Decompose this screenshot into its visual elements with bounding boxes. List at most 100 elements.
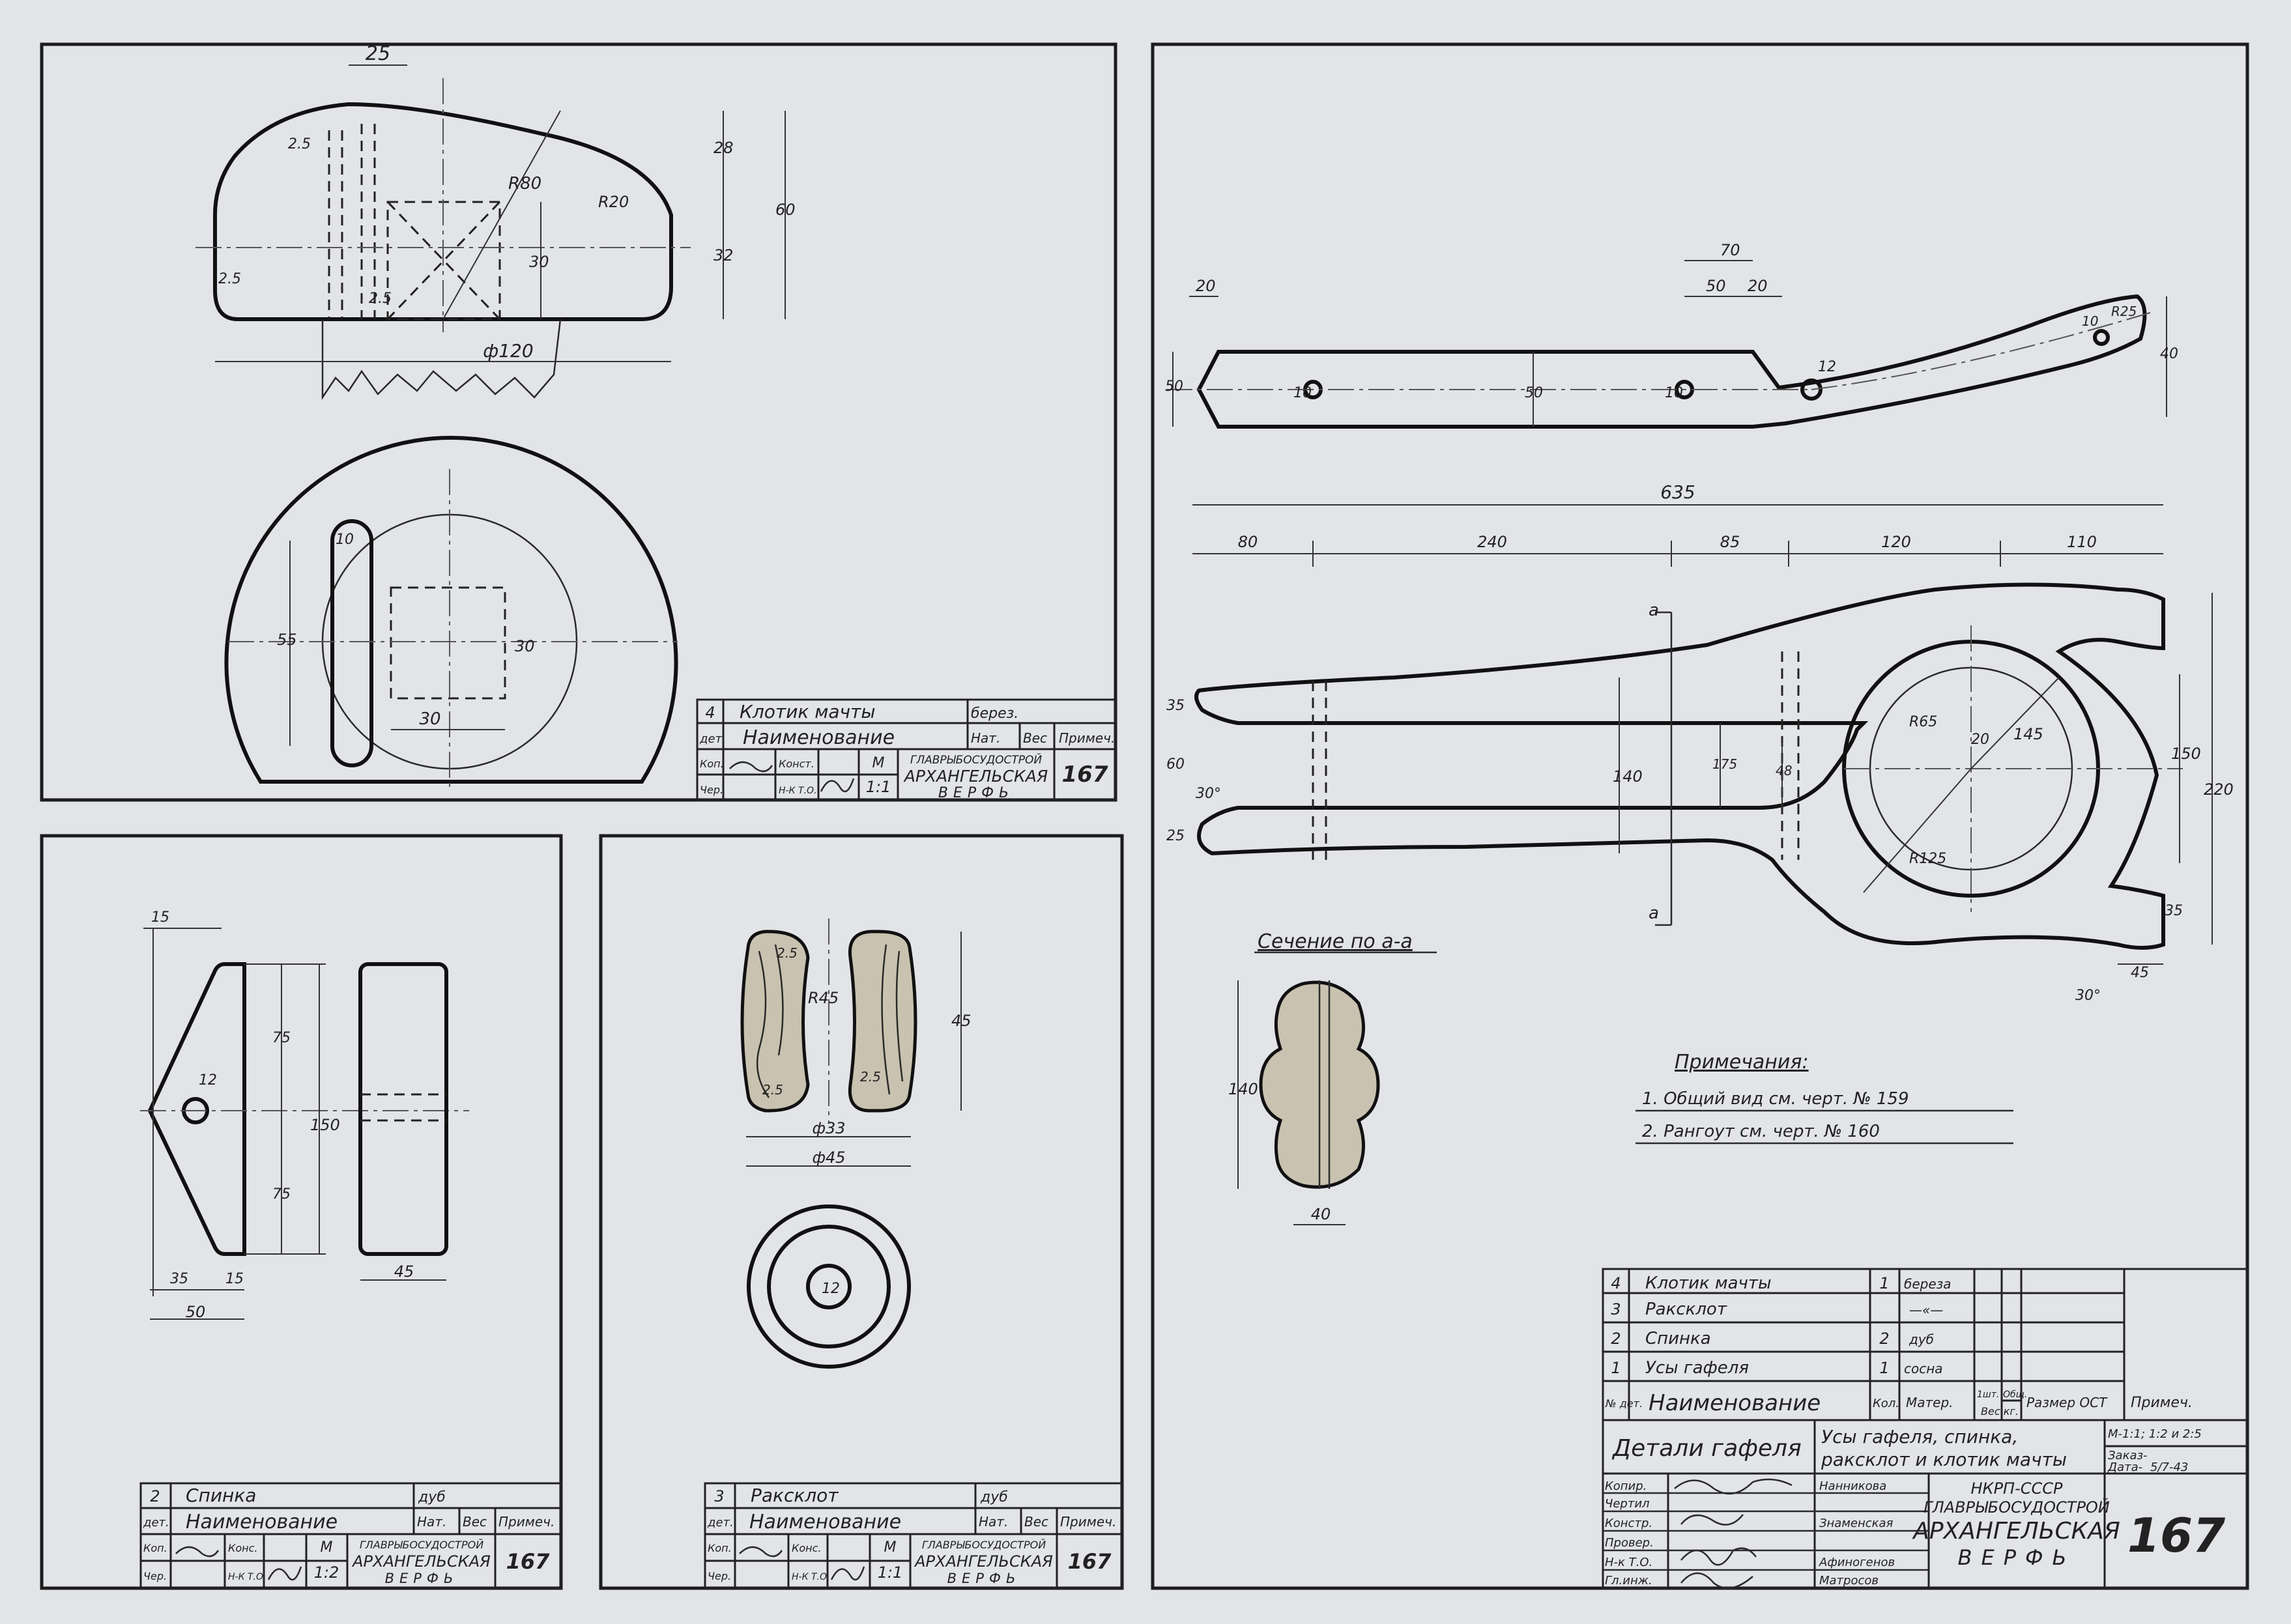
sig-role-0: Копир. xyxy=(1605,1479,1647,1493)
dim-635: 635 xyxy=(1660,481,1695,503)
tb-sign2-a: Чер. xyxy=(700,784,723,796)
section-label-a-bottom: a xyxy=(1649,904,1659,923)
slot-outline xyxy=(330,519,373,767)
tb-scale-label: М xyxy=(321,1539,333,1556)
dim-20-top: 20 xyxy=(1748,277,1768,295)
tb-sign2-b: Н-К Т.О. xyxy=(792,1572,829,1582)
title-block-spinka: 2 Спинка дуб дет. Наименование Нат. Вес … xyxy=(139,1482,562,1589)
signature-scribble xyxy=(175,1546,220,1558)
date-label: Дата- xyxy=(2107,1460,2142,1474)
drawing-subtitle-1: Усы гафеля, спинка, xyxy=(1821,1426,2018,1447)
dim-45-right: 45 xyxy=(2131,965,2149,981)
part-row-4-no: 4 xyxy=(1611,1274,1621,1292)
tb-header-det: дет. xyxy=(699,732,726,746)
sig-name-5: Матросов xyxy=(1819,1574,1879,1588)
parts-header-mat: Матер. xyxy=(1906,1395,1953,1410)
sig-name-2: Знаменская xyxy=(1819,1517,1894,1530)
tb-header-det: дет. xyxy=(143,1516,169,1530)
tb-sign2-a: Чер. xyxy=(143,1570,167,1582)
org-2: АРХАНГЕЛЬСКАЯ xyxy=(1912,1518,2120,1545)
tb-header-mat: Нат. xyxy=(979,1514,1008,1530)
raksklot-plan-outer xyxy=(747,1204,911,1369)
signature-scribble xyxy=(1680,1514,1744,1526)
tb-org-2: ВЕРФЬ xyxy=(947,1571,1021,1586)
panel-bottom-mid: R45 2.5 2.5 2.5 45 ф33 ф45 12 3 Раксклот… xyxy=(704,919,1123,1589)
dim-r25-c: 2.5 xyxy=(860,1069,881,1085)
dim-50-top: 50 xyxy=(1706,277,1726,295)
dim-35: 35 xyxy=(170,1271,188,1287)
tb-row-mat: дуб xyxy=(980,1489,1008,1505)
dim-150: 150 xyxy=(310,1116,340,1134)
dim-25-left: 25 xyxy=(1166,828,1185,844)
dim-60: 60 xyxy=(775,201,796,219)
tb-scale: 1:1 xyxy=(866,778,891,796)
sig-name-4: Афиногенов xyxy=(1819,1556,1895,1569)
dim-20: 20 xyxy=(1196,277,1216,295)
tb-header-note: Примеч. xyxy=(1059,730,1115,746)
org-0: НКРП-СССР xyxy=(1970,1479,2063,1498)
tb-sign2-b: Н-К Т.О. xyxy=(779,786,816,796)
section-label-a-top: a xyxy=(1649,601,1659,620)
spinka-front-outline xyxy=(358,962,448,1256)
title-block-clotik: 4 Клотик мачты берез. дет. Наименование … xyxy=(696,698,1117,801)
tb-row-no: 2 xyxy=(150,1487,160,1505)
tb-row-mat: дуб xyxy=(418,1489,446,1505)
tb-header-det: дет. xyxy=(707,1516,734,1530)
signature-scribble xyxy=(267,1566,302,1581)
tb-sign1-a: Коп. xyxy=(700,758,724,770)
signature-scribble xyxy=(830,1566,865,1581)
dim-dia120: ф120 xyxy=(483,340,533,362)
tb-org-2: ВЕРФЬ xyxy=(938,785,1014,801)
dim-30deg-left: 30° xyxy=(1196,786,1221,802)
tb-header-name: Наименование xyxy=(186,1511,338,1533)
parts-header-wt2: Общ. xyxy=(2003,1389,2027,1400)
dim-30: 30 xyxy=(529,253,549,271)
tb-header-wt: Вес xyxy=(463,1514,487,1530)
dim-15: 15 xyxy=(151,909,169,926)
sig-role-3: Провер. xyxy=(1605,1536,1654,1550)
tb-header-mat: Нат. xyxy=(971,730,1000,746)
dim-28: 28 xyxy=(713,139,734,157)
dim-r25: R25 xyxy=(2111,304,2137,319)
tb-row-mat: берез. xyxy=(971,705,1018,722)
part-row-3-mat: —«— xyxy=(1909,1302,1943,1318)
parts-header-wt1: 1шт. xyxy=(1977,1389,1999,1400)
wood-grain xyxy=(756,944,904,1098)
tb-org-1: АРХАНГЕЛЬСКАЯ xyxy=(914,1552,1053,1571)
dim-30b: 30 xyxy=(515,637,535,655)
dim-10: 10 xyxy=(336,532,354,548)
signature-scribble xyxy=(1674,1478,1793,1495)
dim-r25-b: 2.5 xyxy=(218,271,241,287)
dim-r20: R20 xyxy=(598,193,629,211)
part-row-3-name: Раксклот xyxy=(1645,1300,1727,1319)
org-1: ГЛАВРЫБОСУДОСТРОЙ xyxy=(1924,1498,2110,1517)
tb-sign1-b: Конс. xyxy=(228,1542,258,1554)
dim-45: 45 xyxy=(394,1262,414,1281)
drawing-subtitle-2: раксклот и клотик мачты xyxy=(1821,1449,2067,1470)
dim-section-40: 40 xyxy=(1311,1205,1331,1223)
tb-sign1-a: Коп. xyxy=(708,1542,732,1554)
sig-name-1: Нанникова xyxy=(1819,1479,1886,1493)
dim-20: 20 xyxy=(1971,732,1989,748)
signature-scribble xyxy=(1680,1572,1753,1589)
signature-scribble xyxy=(739,1546,783,1558)
dim-25: 25 xyxy=(366,42,390,65)
section-title: Сечение по а-а xyxy=(1258,930,1413,953)
cap-plan-outline xyxy=(224,436,678,784)
dim-80: 80 xyxy=(1238,533,1258,551)
part-row-2-qty: 2 xyxy=(1879,1330,1889,1348)
dim-60-left: 60 xyxy=(1166,756,1185,773)
dim-dia33: ф33 xyxy=(812,1119,845,1137)
dim-50: 50 xyxy=(186,1303,206,1321)
dim-r45: R45 xyxy=(808,989,839,1007)
spinka-side-outline xyxy=(147,962,246,1256)
panel-right: 20 70 50 20 50 10 50 10 12 10 R25 40 635… xyxy=(1165,241,2249,1589)
tb-header-wt: Вес xyxy=(1024,1514,1048,1530)
notes-title: Примечания: xyxy=(1675,1051,1809,1074)
part-row-1-qty: 1 xyxy=(1879,1359,1889,1377)
panel-top-left: 25 2.5 2.5 2.5 R80 R20 28 32 60 30 ф120 … xyxy=(195,42,1117,801)
tb-header-name: Наименование xyxy=(749,1511,901,1533)
dim-r25-a: 2.5 xyxy=(777,945,798,961)
drawing-scales: М-1:1; 1:2 и 2:5 xyxy=(2108,1427,2202,1441)
